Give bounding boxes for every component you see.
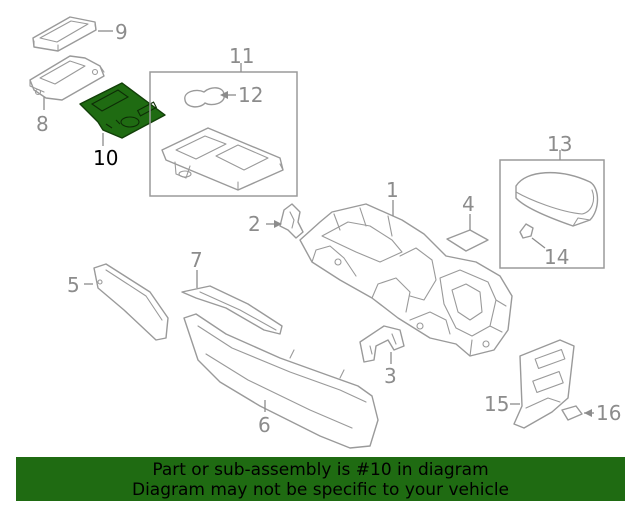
part-8-bracket[interactable] (29, 55, 105, 101)
part-14-clip[interactable] (519, 223, 534, 239)
part-10-shifter-bezel-highlighted[interactable] (79, 82, 166, 139)
info-banner: Part or sub-assembly is #10 in diagram D… (16, 457, 625, 501)
part-2-bracket[interactable] (279, 203, 304, 239)
part-3-bracket[interactable] (359, 325, 405, 363)
callout-3[interactable]: 3 (384, 364, 397, 388)
group-box-11 (149, 71, 298, 197)
part-9-tray[interactable] (32, 16, 97, 52)
callout-15[interactable]: 15 (484, 392, 509, 416)
callout-11[interactable]: 11 (229, 44, 254, 68)
part-15-rear-vent-panel[interactable] (513, 339, 575, 429)
part-16-switch[interactable] (561, 405, 583, 421)
part-11-console-top-panel[interactable] (161, 127, 284, 191)
banner-line-part-number: Part or sub-assembly is #10 in diagram (152, 460, 489, 480)
callout-13[interactable]: 13 (547, 132, 572, 156)
callout-9[interactable]: 9 (115, 20, 128, 44)
banner-line-disclaimer: Diagram may not be specific to your vehi… (131, 480, 509, 500)
part-7-trim-strip[interactable] (181, 285, 283, 335)
callout-8[interactable]: 8 (36, 112, 49, 136)
part-5-side-panel[interactable] (93, 263, 169, 341)
callout-4[interactable]: 4 (462, 192, 475, 216)
part-4-pad[interactable] (446, 229, 489, 252)
callout-5[interactable]: 5 (67, 273, 80, 297)
part-12-cupholder-mat[interactable] (184, 87, 225, 108)
callout-2[interactable]: 2 (248, 212, 261, 236)
callout-14[interactable]: 14 (544, 245, 569, 269)
callout-1[interactable]: 1 (386, 178, 399, 202)
arrow-16 (584, 409, 592, 417)
part-1-console-body[interactable] (299, 203, 513, 357)
callout-10[interactable]: 10 (93, 146, 118, 170)
part-6-side-trim[interactable] (183, 313, 379, 449)
callout-16[interactable]: 16 (596, 401, 621, 425)
arrow-12 (220, 91, 228, 99)
callout-6[interactable]: 6 (258, 413, 271, 437)
lead-line-14 (531, 237, 546, 249)
arrow-2 (274, 220, 282, 228)
callout-12[interactable]: 12 (238, 83, 263, 107)
parts-diagram: 9 8 10 11 12 13 (29, 16, 621, 449)
callout-7[interactable]: 7 (190, 248, 203, 272)
part-13-armrest-lid[interactable] (515, 172, 599, 227)
group-box-13 (499, 159, 605, 269)
